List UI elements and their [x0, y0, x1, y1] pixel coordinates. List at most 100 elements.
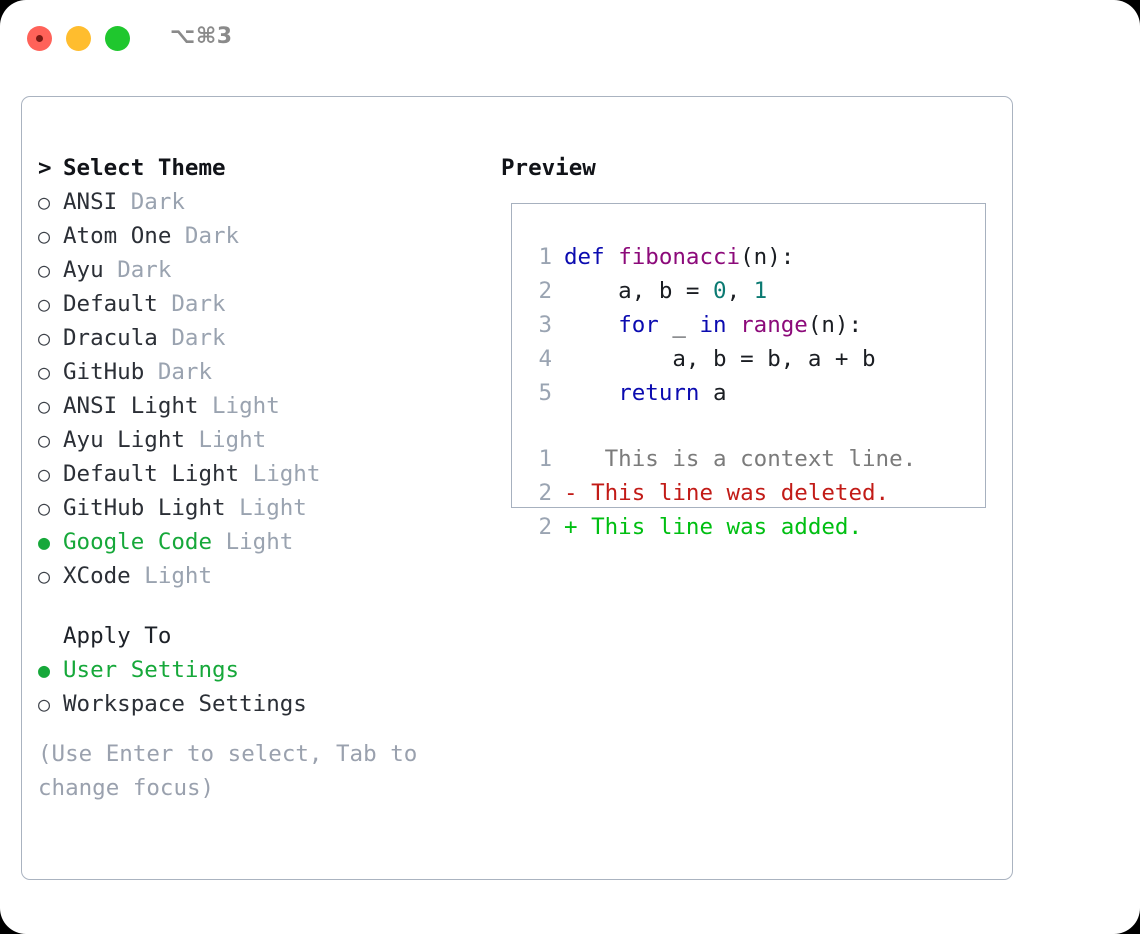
radio-unselected-icon: ○	[38, 360, 51, 384]
spacer	[212, 529, 226, 555]
code-token: for	[618, 312, 659, 338]
radio-unselected-icon: ○	[38, 394, 51, 418]
theme-option-github[interactable]: ○GitHub Dark	[38, 355, 488, 389]
line-number: 4	[538, 346, 552, 372]
code-token: def	[564, 244, 619, 270]
line-number: 2	[538, 514, 552, 540]
theme-option-label: Ayu Light	[63, 427, 185, 453]
diff-line: 1 This is a context line.	[526, 442, 985, 476]
spacer	[104, 257, 118, 283]
theme-variant-tag: Dark	[171, 291, 226, 317]
theme-option-default-light[interactable]: ○ Default Light Light	[38, 457, 488, 491]
maximize-icon[interactable]	[105, 26, 130, 51]
spacer	[239, 461, 253, 487]
apply-to-option-user-settings[interactable]: ●User Settings	[38, 653, 488, 687]
theme-variant-tag: Light	[239, 495, 307, 521]
theme-option-label: Default Light	[63, 461, 240, 487]
theme-option-atom-one[interactable]: ○Atom One Dark	[38, 219, 488, 253]
keyboard-shortcut-label: ⌥⌘3	[170, 24, 233, 49]
spacer	[158, 291, 172, 317]
code-token: a, b =	[564, 278, 714, 304]
code-token: ,	[726, 278, 754, 304]
line-number: 5	[538, 380, 552, 406]
diff-text: This line was added.	[577, 514, 863, 540]
code-token: range	[740, 312, 808, 338]
radio-unselected-icon: ○	[38, 258, 51, 282]
theme-option-label: Default	[63, 291, 158, 317]
theme-option-label: Atom One	[63, 223, 172, 249]
apply-to-options-list: ●User Settings○Workspace Settings	[38, 653, 488, 721]
theme-variant-tag: Light	[144, 563, 213, 589]
radio-unselected-icon: ○	[38, 462, 51, 486]
theme-variant-tag: Dark	[130, 189, 185, 215]
code-line: 3 for _ in range(n):	[526, 308, 985, 342]
code-token: _	[658, 312, 700, 338]
apply-to-option-workspace-settings[interactable]: ○Workspace Settings	[38, 687, 488, 721]
apply-to-title: Apply To	[63, 623, 172, 649]
theme-option-default[interactable]: ○Default Dark	[38, 287, 488, 321]
code-token: return	[618, 380, 700, 406]
theme-variant-tag: Light	[212, 393, 280, 419]
theme-option-label: GitHub Light	[63, 495, 226, 521]
blank-marker: ○	[38, 619, 63, 653]
radio-unselected-icon: ○	[38, 190, 51, 214]
line-number: 2	[538, 480, 552, 506]
line-number: 3	[538, 312, 552, 338]
theme-option-xcode[interactable]: ○ XCode Light	[38, 559, 488, 593]
title-bar: ⌥⌘3	[0, 0, 1140, 78]
diff-text: This line was deleted.	[577, 480, 890, 506]
spacer	[144, 359, 158, 385]
theme-selector-panel: >Select Theme ○ANSI Dark○Atom One Dark○A…	[21, 96, 1013, 880]
radio-unselected-icon: ○	[38, 428, 51, 452]
theme-option-label: XCode	[63, 563, 131, 589]
minimize-icon[interactable]	[66, 26, 91, 51]
code-token: a, b = b, a + b	[564, 346, 876, 372]
theme-option-label: ANSI	[63, 189, 118, 215]
spacer	[198, 393, 212, 419]
diff-line: 2- This line was deleted.	[526, 476, 985, 510]
diff-lines: 1 This is a context line.2- This line wa…	[526, 442, 985, 544]
theme-option-github-light[interactable]: ○ GitHub Light Light	[38, 491, 488, 525]
spacer	[171, 223, 185, 249]
code-token: a	[699, 380, 727, 406]
radio-unselected-icon: ○	[38, 692, 51, 716]
theme-option-ansi[interactable]: ○ ANSI Dark	[38, 185, 488, 219]
spacer	[158, 325, 172, 351]
theme-option-ayu[interactable]: ○Ayu Dark	[38, 253, 488, 287]
code-line: 5 return a	[526, 376, 985, 410]
radio-unselected-icon: ○	[38, 326, 51, 350]
close-icon[interactable]	[27, 26, 52, 51]
theme-variant-tag: Dark	[171, 325, 226, 351]
theme-options-list: ○ANSI Dark○Atom One Dark○Ayu Dark○Defaul…	[38, 185, 488, 593]
theme-variant-tag: Dark	[184, 223, 240, 249]
theme-option-google-code[interactable]: ●Google Code Light	[38, 525, 488, 559]
theme-variant-tag: Dark	[117, 257, 172, 283]
theme-option-ayu-light[interactable]: ○ Ayu Light Light	[38, 423, 488, 457]
theme-variant-tag: Light	[252, 461, 321, 487]
select-theme-header: >Select Theme	[38, 151, 488, 185]
theme-option-label: Google Code	[63, 529, 213, 555]
code-token	[727, 312, 741, 338]
spacer	[131, 563, 145, 589]
spacer	[38, 593, 488, 619]
radio-unselected-icon: ○	[38, 496, 51, 520]
radio-selected-icon: ●	[38, 658, 51, 682]
radio-unselected-icon: ○	[38, 564, 51, 588]
apply-to-header: ○Apply To	[38, 619, 488, 653]
theme-option-ansi-light[interactable]: ○ ANSI Light Light	[38, 389, 488, 423]
diff-line: 2+ This line was added.	[526, 510, 985, 544]
theme-variant-tag: Light	[198, 427, 267, 453]
theme-option-label: ANSI Light	[63, 393, 199, 419]
code-token: (n):	[740, 244, 795, 270]
spacer	[526, 410, 985, 442]
diff-sign: -	[564, 480, 578, 506]
theme-option-dracula[interactable]: ○Dracula Dark	[38, 321, 488, 355]
code-token	[564, 380, 618, 406]
code-token: fibonacci	[618, 244, 741, 270]
